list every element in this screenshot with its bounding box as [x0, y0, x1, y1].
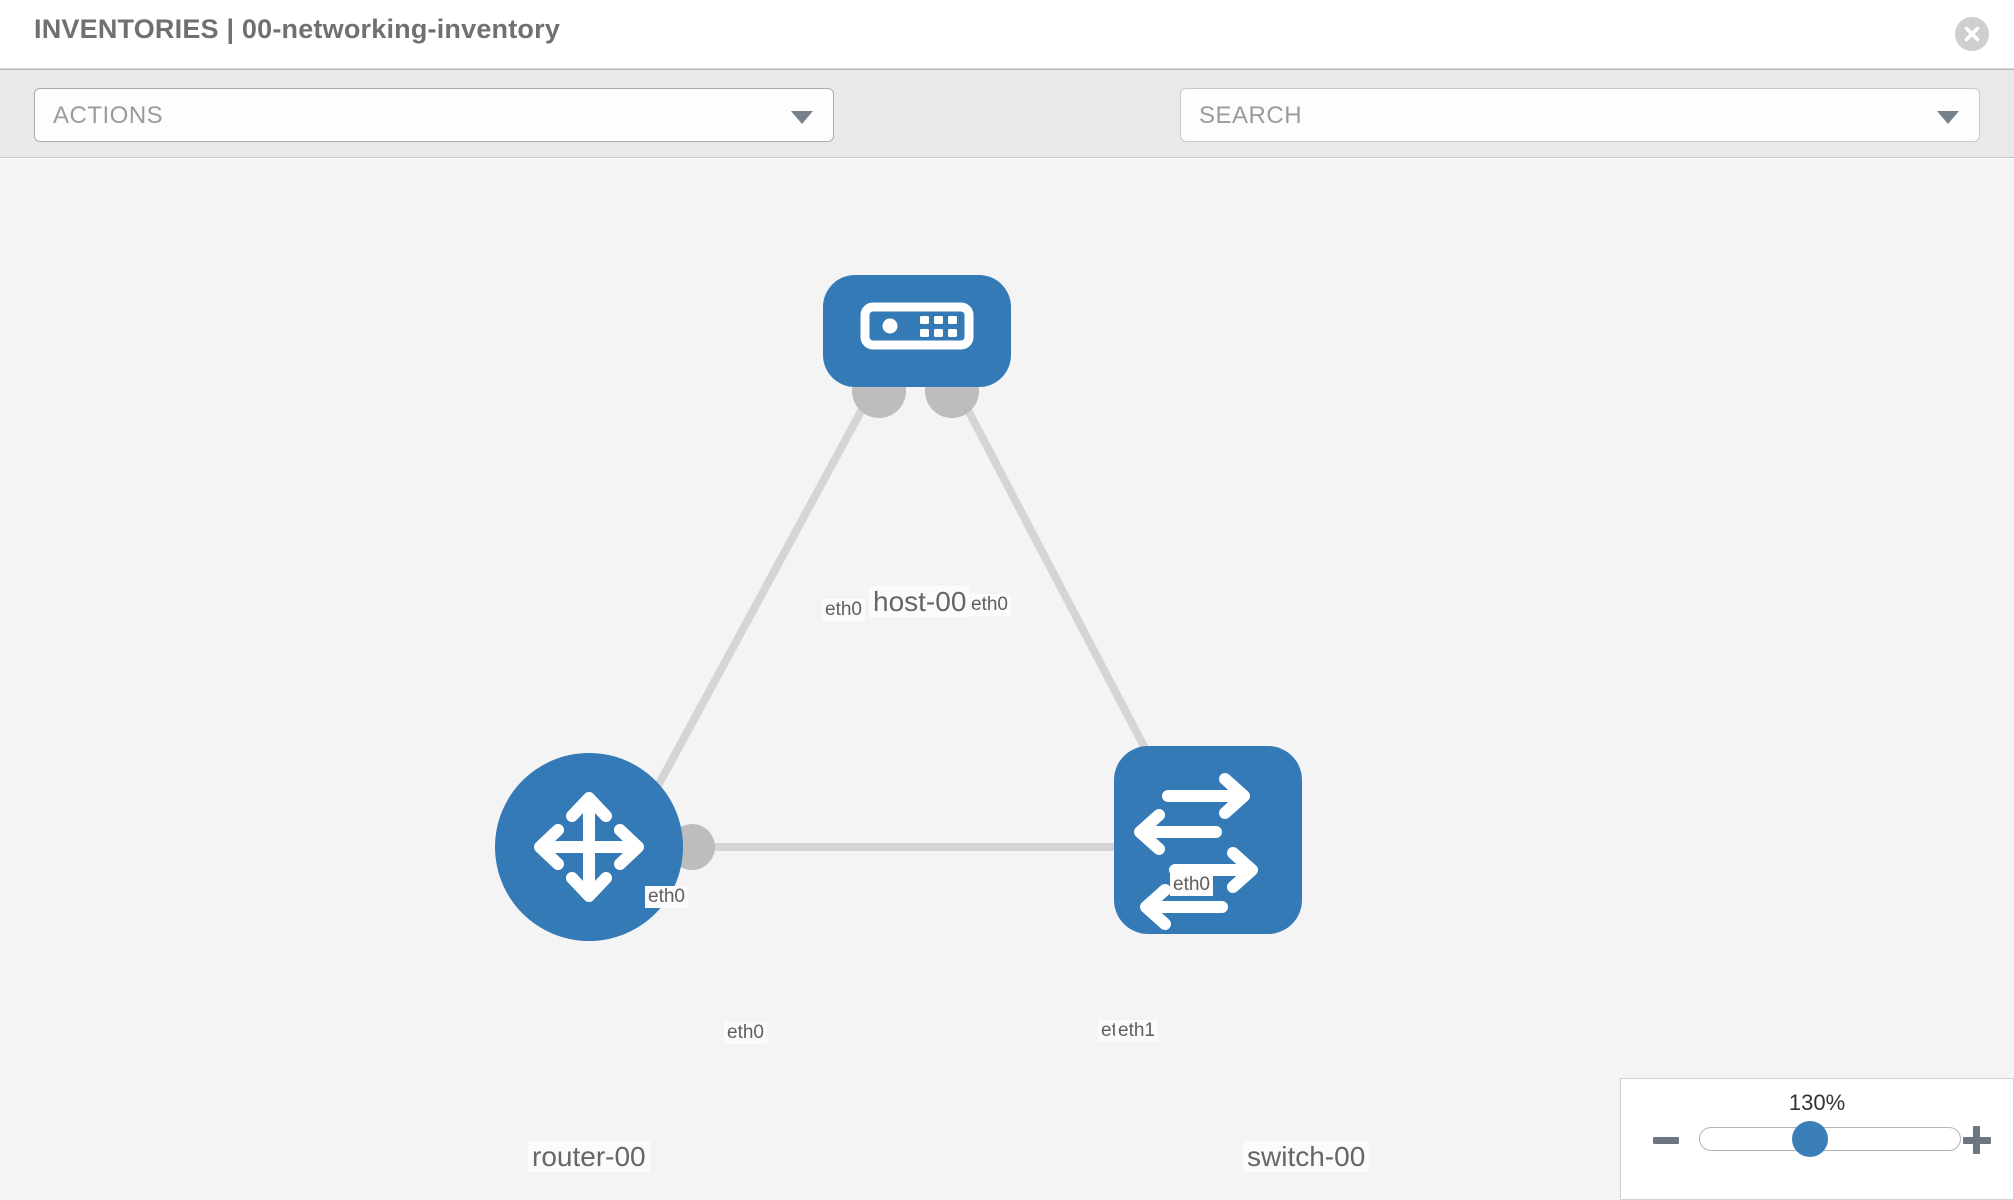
page-title: INVENTORIES | 00-networking-inventory	[34, 14, 561, 44]
close-icon[interactable]	[1955, 17, 1989, 51]
node-label-router-00: router-00	[528, 1141, 650, 1173]
iface-label-switch00-eth0-up: eth0	[1170, 874, 1213, 896]
topology-graph	[495, 275, 1302, 941]
node-label-switch-00: switch-00	[1243, 1141, 1370, 1173]
node-switch-00	[1114, 746, 1302, 934]
node-router-00	[495, 753, 683, 941]
node-label-host-00: host-00	[869, 586, 971, 618]
iface-label-router00-eth0-up: eth0	[645, 886, 688, 908]
search-input[interactable]: SEARCH	[1180, 88, 1980, 142]
iface-label-router00-eth0-right: eth0	[724, 1022, 767, 1044]
chevron-down-icon	[791, 111, 813, 124]
zoom-slider-thumb[interactable]	[1792, 1121, 1828, 1157]
plus-icon[interactable]	[1963, 1125, 1993, 1155]
zoom-level-value: 130%	[1788, 1090, 1846, 1115]
minus-icon[interactable]	[1653, 1125, 1683, 1155]
chevron-down-icon	[1937, 111, 1959, 124]
zoom-slider-track[interactable]	[1699, 1127, 1961, 1151]
iface-label-host00-eth0-right: eth0	[968, 594, 1011, 616]
zoom-control-panel: 130%	[1620, 1078, 2014, 1200]
iface-label-host00-eth0-left: eth0	[822, 599, 865, 621]
edge-host00-router00	[636, 389, 876, 821]
actions-dropdown-label: ACTIONS	[53, 102, 164, 129]
search-placeholder: SEARCH	[1199, 102, 1303, 129]
node-host-00	[823, 275, 1011, 387]
toolbar: ACTIONS SEARC	[0, 69, 2014, 195]
actions-dropdown[interactable]: ACTIONS	[34, 88, 834, 142]
iface-label-switch00-eth1-left: eth1	[1115, 1020, 1158, 1042]
topology-edges	[636, 389, 1190, 851]
topology-canvas[interactable]: eth0 eth0 eth0 eth0 eth0 eth0 eth1 host-…	[0, 159, 2014, 1200]
page-header: INVENTORIES | 00-networking-inventory	[0, 0, 2014, 69]
